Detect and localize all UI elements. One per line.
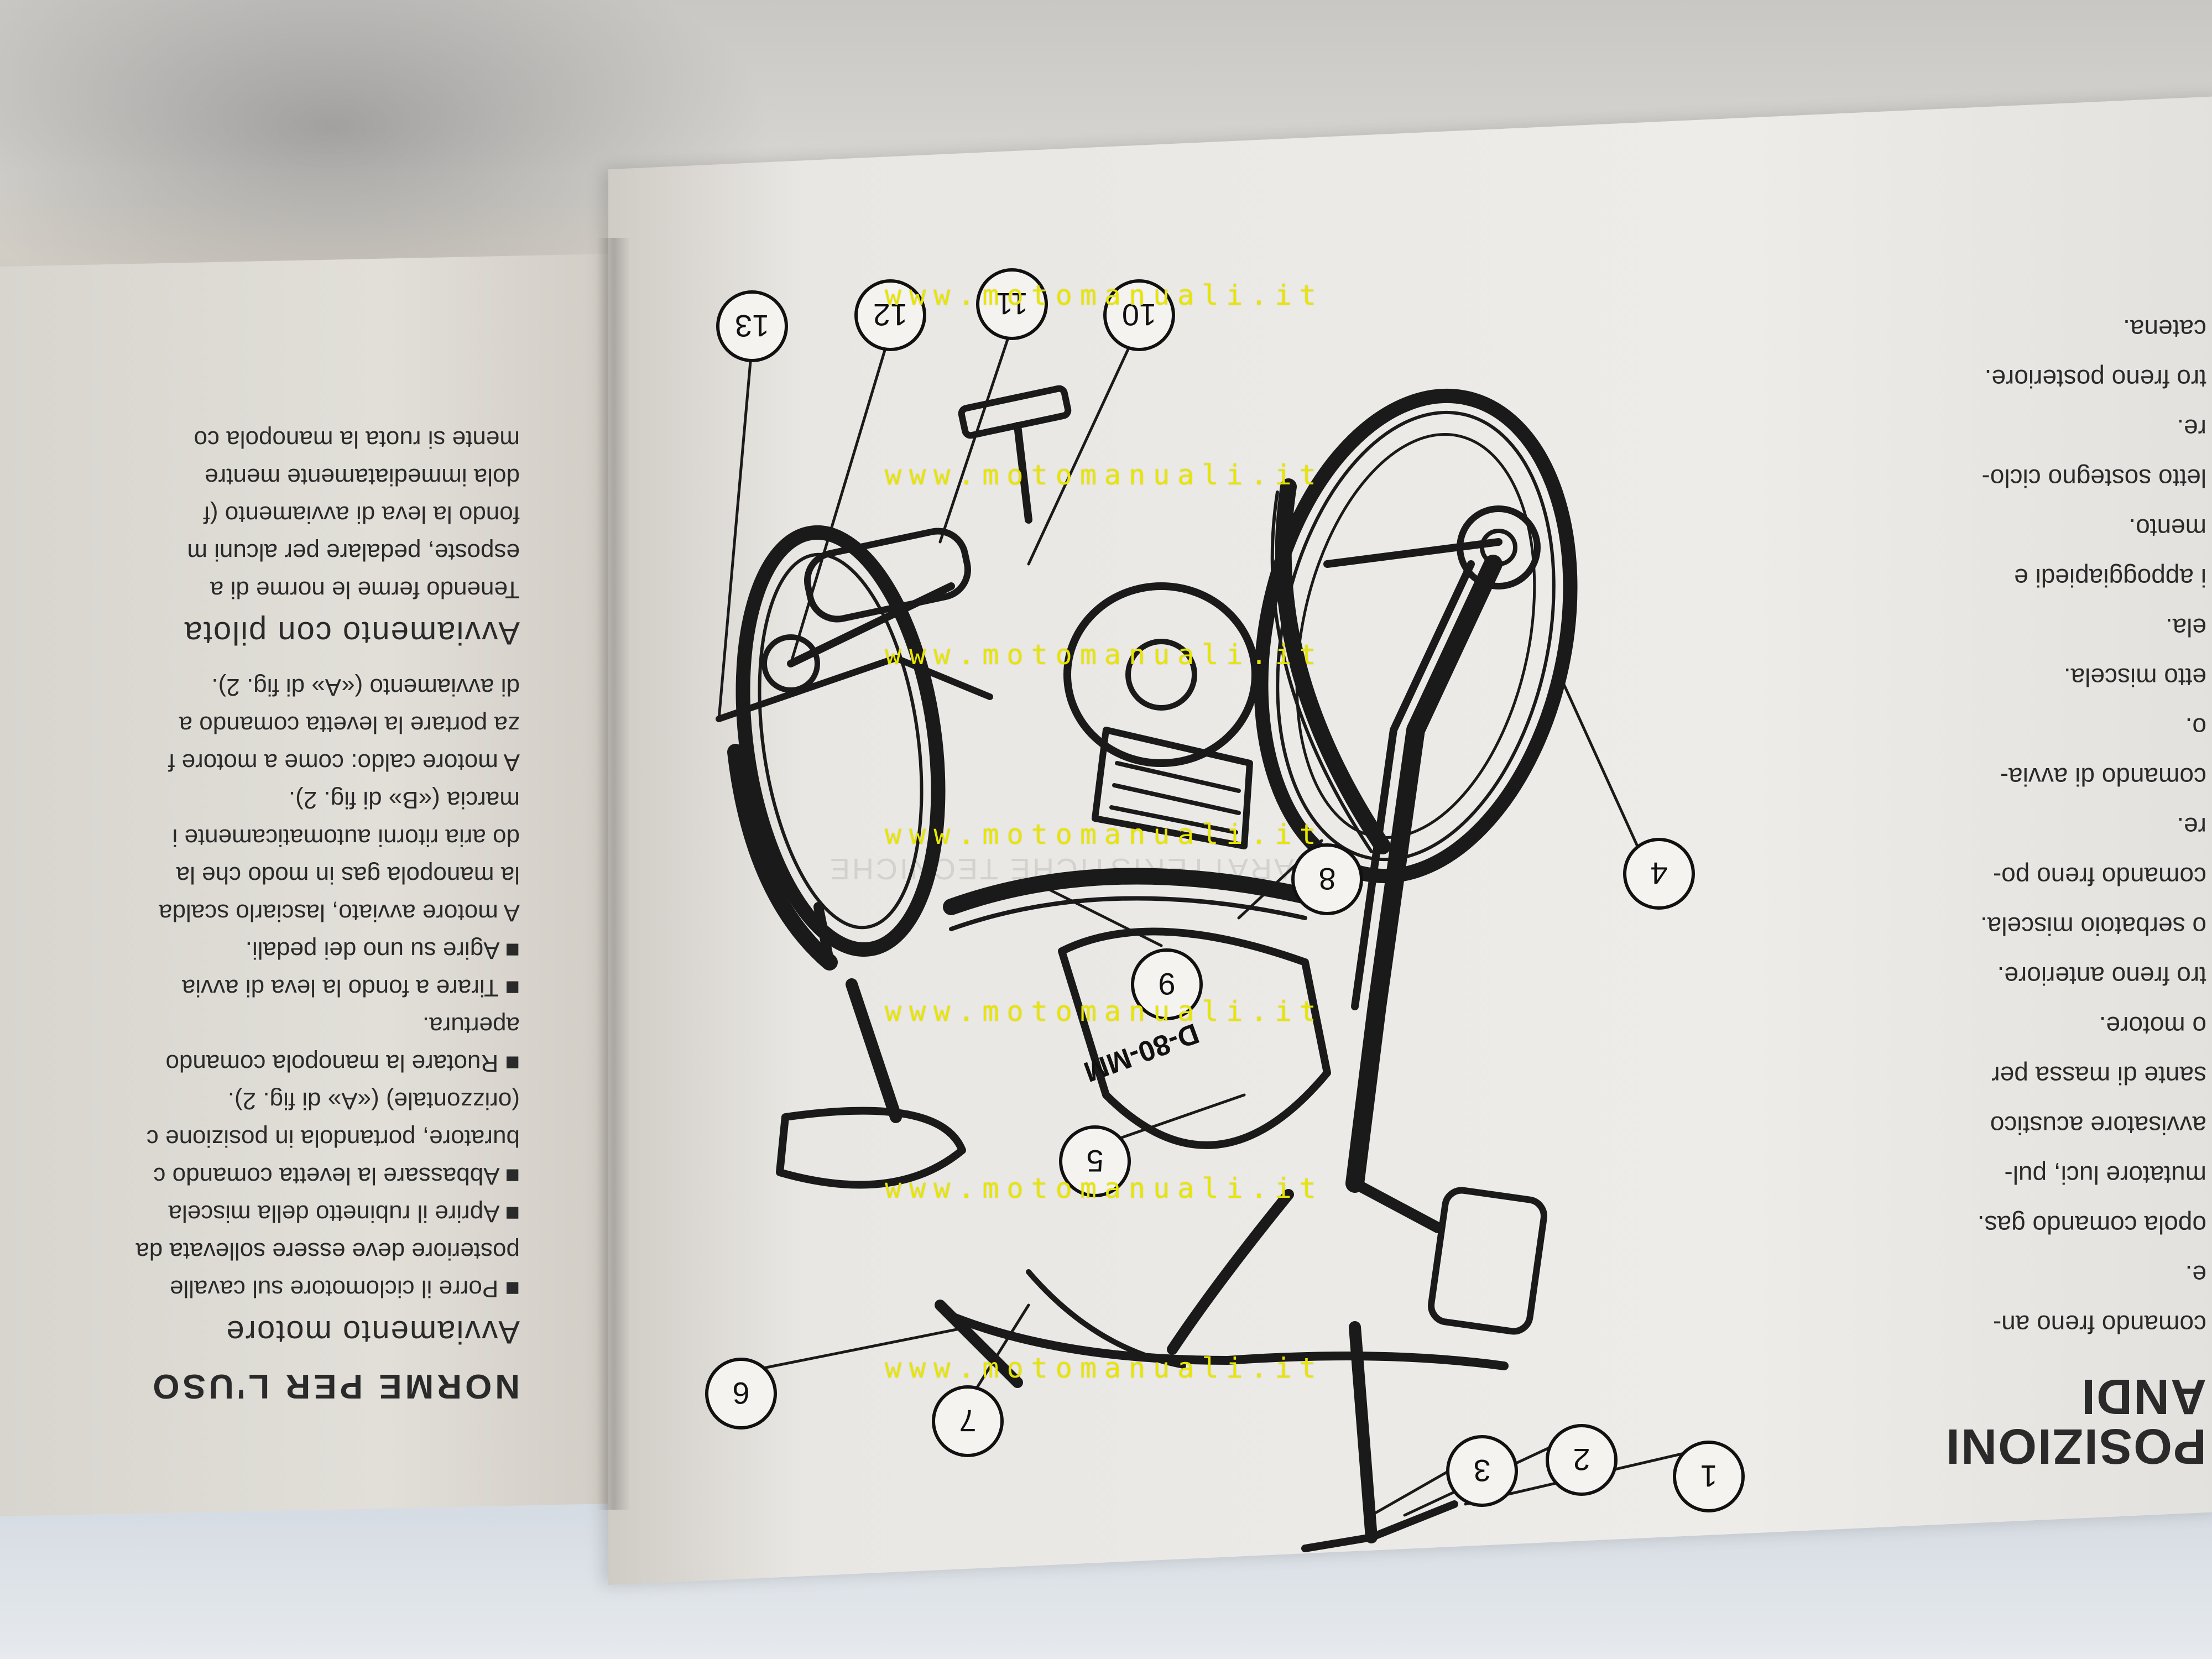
callout-2: 2 [1546, 1424, 1618, 1496]
left-page-text: NORME PER L'USO Avviamento motore ■ Porr… [33, 354, 520, 1405]
norme-heading: NORME PER L'USO [149, 1367, 520, 1405]
line: ■ Agire su uno dei pedali. [245, 937, 520, 964]
callout-7: 7 [932, 1385, 1004, 1457]
line: (orizzontale) («A» di fig. 2). [227, 1087, 520, 1114]
tank-logo: D-80-MM [1079, 1017, 1203, 1088]
watermark: www.motomanuali.it [885, 279, 1324, 311]
callout-9: 9 [1131, 948, 1203, 1020]
callouts: 1 2 3 4 5 6 7 8 9 10 11 12 13 [705, 268, 1745, 1512]
line: za portare la levetta comando a [179, 711, 520, 738]
exhaust [787, 528, 972, 667]
callout-1: 1 [1673, 1441, 1745, 1512]
line: ■ Aprire il rubinetto della miscela [168, 1200, 520, 1227]
line: esposte, pedalare per alcuni m [187, 539, 520, 566]
line: la manopola gas in modo che la [176, 862, 520, 889]
line: do aria ritorni automaticamente i [172, 824, 520, 851]
callout-label: 8 [1318, 862, 1335, 896]
engine [1063, 582, 1259, 849]
section-pilota-title: Avviamento con pilota [183, 615, 520, 651]
heading-line: ANDI [2080, 1369, 2206, 1424]
callout-label: 13 [735, 309, 769, 343]
line: Tenendo ferme le norme di a [210, 576, 520, 603]
line: marcia («B» di fig. 2). [288, 786, 520, 813]
handlebar [935, 1269, 1509, 1388]
front-wheel [1254, 388, 1578, 884]
callout-8: 8 [1291, 843, 1363, 915]
line: di avviamento («A» di fig. 2). [211, 674, 520, 701]
rear-wheel [727, 525, 946, 971]
callout-label: 11 [996, 286, 1028, 321]
callout-label: 12 [873, 298, 907, 332]
moped-drawing: D-80-MM 1 2 3 4 5 6 7 8 9 10 11 12 13 [705, 268, 1745, 1552]
line: mente si ruota la manopola co [194, 426, 520, 453]
callout-6: 6 [705, 1358, 777, 1430]
callout-10: 10 [1103, 279, 1175, 351]
line: A motore avviato, lasciarlo scalda [159, 899, 520, 926]
line: fondo la leva di avviamento (f [203, 501, 520, 528]
line: ■ Ruotare la manopola comando [165, 1050, 520, 1077]
watermark: www.motomanuali.it [885, 639, 1324, 671]
watermark: www.motomanuali.it [885, 818, 1324, 851]
callout-11: 11 [976, 268, 1048, 340]
watermark: www.motomanuali.it [885, 1352, 1324, 1384]
line: ■ Abbassare la levetta comando c [153, 1162, 520, 1190]
line: buratore, portandola in posizione c [146, 1125, 520, 1152]
watermark: www.motomanuali.it [885, 995, 1324, 1027]
frame [943, 868, 1458, 1552]
callout-label: 4 [1650, 856, 1667, 891]
line: dola immediatamente mentre [205, 463, 520, 491]
front-fork [1323, 538, 1503, 1193]
line: posteriore deve essere sollevata da [135, 1238, 520, 1265]
callout-label: 9 [1158, 967, 1175, 1001]
callout-label: 5 [1086, 1144, 1103, 1178]
line: A motore caldo: come a motore f [168, 749, 520, 776]
callout-3: 3 [1446, 1435, 1518, 1507]
callout-label: 3 [1473, 1453, 1490, 1488]
leader-lines [717, 325, 1705, 1517]
callout-label: 10 [1122, 298, 1156, 332]
callout-label: 2 [1573, 1442, 1590, 1477]
line: ■ Tirare a fondo la leva di avvia [181, 974, 520, 1001]
callout-13: 13 [716, 290, 788, 362]
book-gutter [597, 238, 630, 1510]
callout-label: 6 [732, 1376, 749, 1411]
watermark: www.motomanuali.it [885, 1172, 1324, 1204]
callout-12: 12 [854, 279, 926, 351]
callout-label: 7 [959, 1404, 976, 1438]
heading-line: POSIZIONI [1944, 1418, 2206, 1474]
line: apertura. [422, 1012, 520, 1039]
line: ■ Porre il ciclomotore sul cavalle [169, 1275, 520, 1302]
section-avviamento-title: Avviamento motore [225, 1314, 520, 1350]
callout-5: 5 [1059, 1125, 1131, 1197]
watermark: www.motomanuali.it [885, 459, 1324, 491]
headlight [1349, 1178, 1547, 1335]
callout-label: 1 [1700, 1459, 1717, 1494]
saddle [776, 978, 966, 1189]
callout-4: 4 [1623, 838, 1695, 910]
pedals [716, 385, 1072, 967]
